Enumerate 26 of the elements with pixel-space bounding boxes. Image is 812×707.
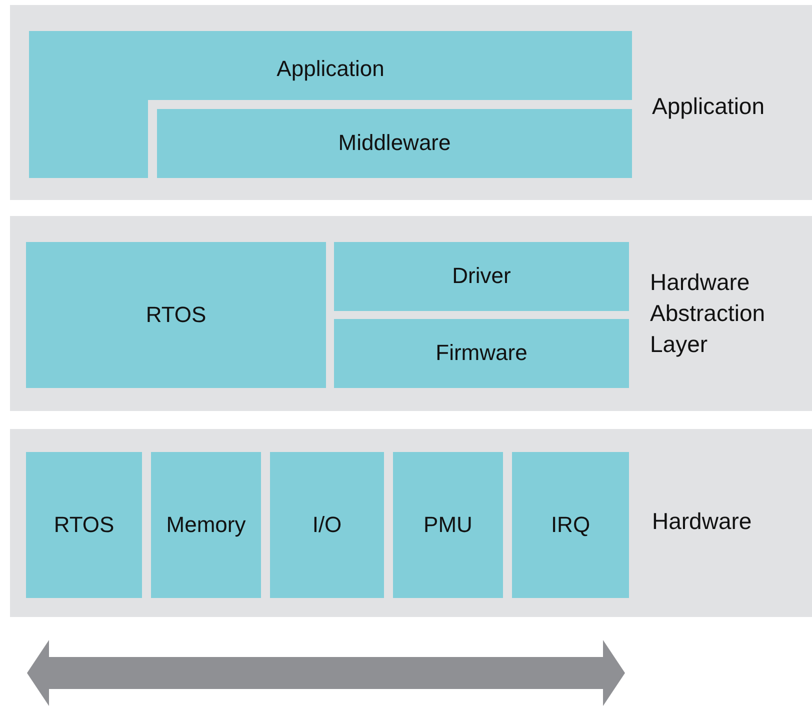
layer-band: [10, 429, 812, 617]
layer-block: [29, 31, 632, 178]
component-box: [270, 452, 384, 598]
component-box: [26, 452, 142, 598]
component-label: RTOS: [54, 510, 114, 539]
component-label: Memory: [166, 510, 246, 539]
component-label: PMU: [424, 510, 472, 539]
component-label: Driver: [452, 262, 511, 290]
component-box: [512, 452, 629, 598]
component-label: IRQ: [550, 510, 590, 539]
layer-band: [10, 5, 812, 200]
component-label: Middleware: [338, 129, 451, 158]
component-box: [26, 242, 326, 388]
component-box: [151, 452, 261, 598]
layer-title: Hardware Abstraction Layer: [650, 268, 766, 359]
component-box: [393, 452, 503, 598]
component-label: I/O: [312, 510, 342, 539]
layer-title: Hardware: [652, 507, 753, 536]
layer-label: Application: [276, 55, 386, 83]
component-box: [334, 319, 629, 388]
component-box: [334, 242, 629, 311]
layer-band: [10, 216, 812, 411]
component-label: RTOS: [146, 300, 206, 329]
component-box: [157, 109, 632, 178]
component-label: Firmware: [436, 339, 528, 368]
layer-title: Application: [652, 92, 766, 121]
